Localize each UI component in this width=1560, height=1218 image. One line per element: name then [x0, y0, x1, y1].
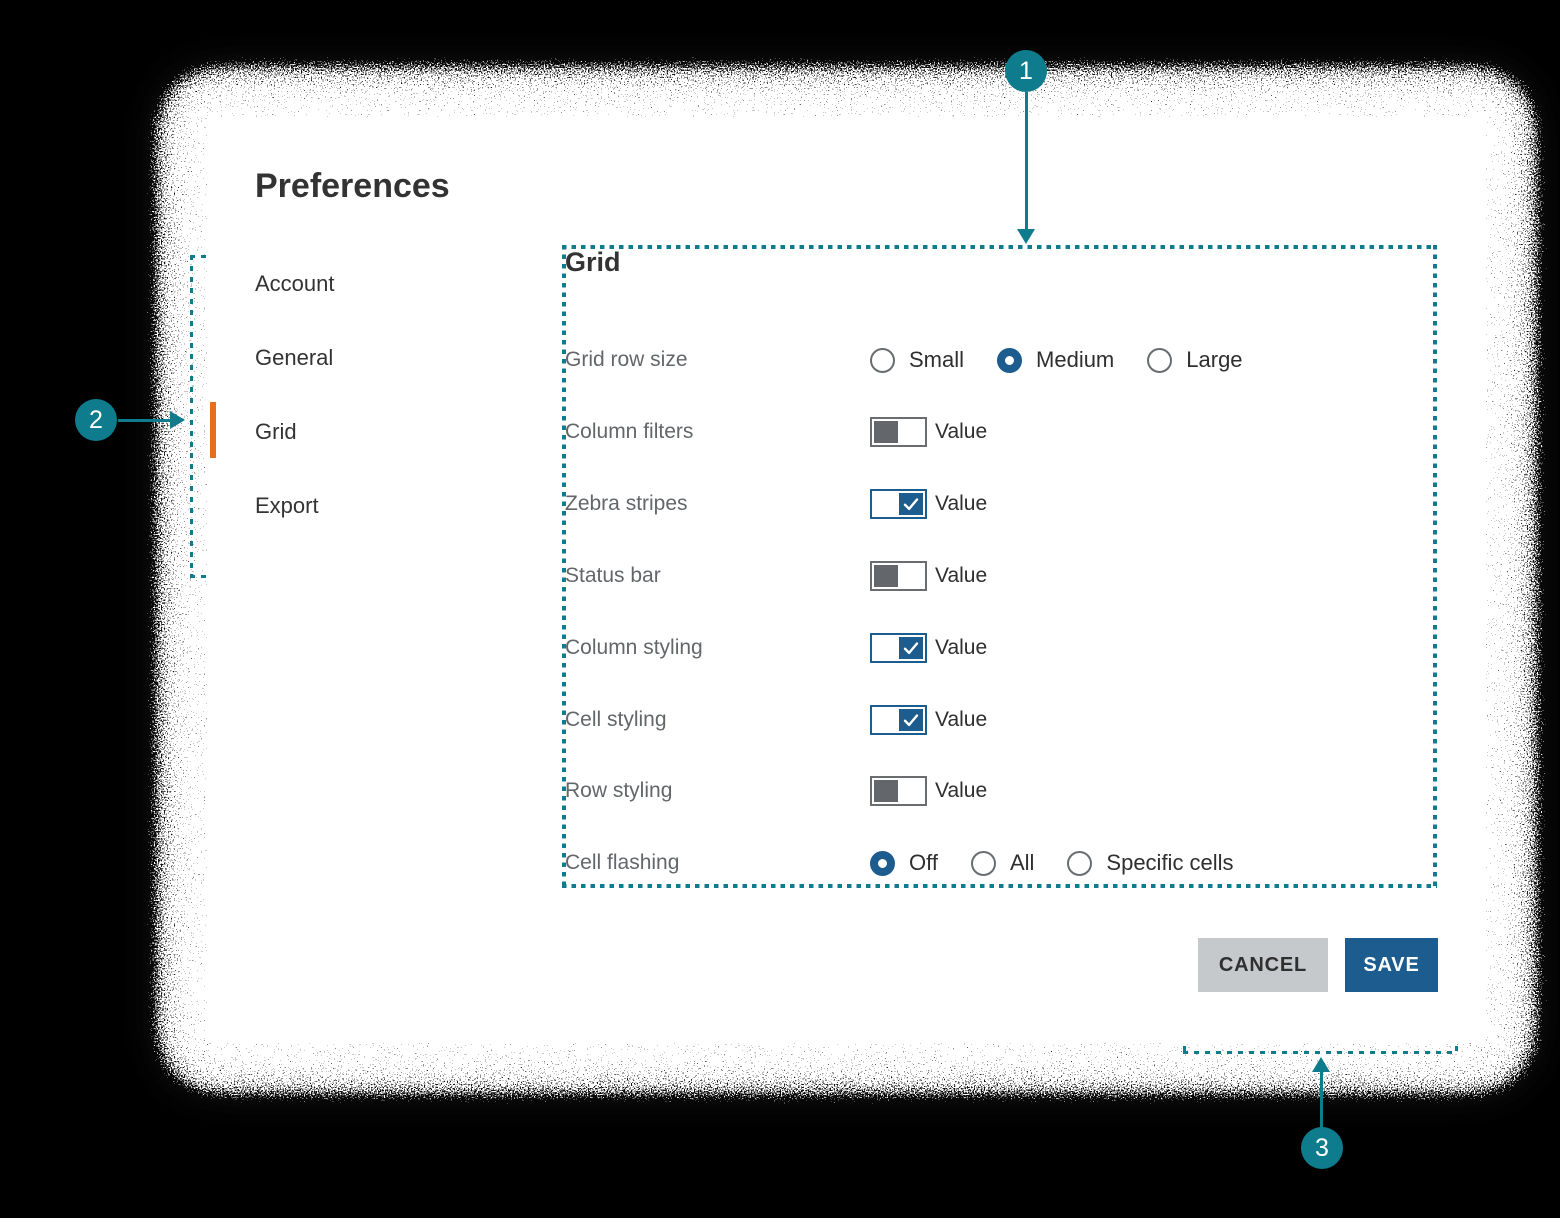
toggle-value-label: Value: [935, 492, 988, 515]
row-row-styling: Row styling Value: [565, 772, 1427, 810]
radio-option-specific-cells[interactable]: Specific cells: [1067, 850, 1234, 876]
row-control: Value: [870, 561, 987, 591]
sidebar-item-account[interactable]: Account: [255, 271, 335, 296]
row-control: Small Medium Large: [870, 347, 1243, 373]
radio-label: Medium: [1036, 347, 1115, 372]
row-label: Status bar: [565, 564, 661, 587]
toggle-column-styling[interactable]: [870, 633, 927, 663]
callout-2-arrowhead-icon: [170, 411, 185, 429]
row-control: Value: [870, 489, 987, 519]
callout-2-arrow-line: [118, 419, 171, 422]
radio-icon[interactable]: [870, 850, 895, 876]
toggle-knob[interactable]: [874, 421, 898, 443]
row-label: Column styling: [565, 636, 703, 659]
checkmark-icon: [903, 642, 919, 655]
sidebar-item-general[interactable]: General: [255, 345, 334, 370]
row-column-filters: Column filters Value: [565, 413, 1427, 451]
sidebar-item-export[interactable]: Export: [255, 493, 319, 518]
toggle-knob[interactable]: [874, 780, 898, 802]
toggle-knob[interactable]: [899, 709, 923, 731]
row-control: Value: [870, 633, 987, 663]
cancel-button[interactable]: CANCEL: [1198, 938, 1328, 992]
row-status-bar: Status bar Value: [565, 557, 1427, 595]
row-label: Grid row size: [565, 348, 688, 371]
toggle-value-label: Value: [935, 708, 988, 731]
callout-2-badge: 2: [75, 399, 117, 441]
radio-label: Specific cells: [1106, 850, 1234, 875]
callout-1-arrowhead-icon: [1017, 229, 1035, 244]
radio-icon[interactable]: [970, 850, 996, 876]
toggle-value-label: Value: [935, 420, 988, 443]
page-title: Preferences: [255, 167, 450, 205]
callout-1-arrow-line: [1025, 92, 1028, 230]
toggle-value-label: Value: [935, 564, 988, 587]
row-control: Value: [870, 776, 987, 806]
callout-3-arrow-line: [1320, 1072, 1323, 1128]
row-control: Value: [870, 705, 987, 735]
radio-option-off[interactable]: Off: [870, 850, 938, 876]
radio-option-all[interactable]: All: [970, 850, 1035, 876]
row-grid-row-size: Grid row size Small Medium Large: [565, 341, 1427, 379]
radio-label: Small: [909, 347, 965, 372]
toggle-knob[interactable]: [874, 565, 898, 587]
row-label: Cell styling: [565, 708, 667, 731]
checkmark-icon: [903, 498, 919, 511]
row-label: Row styling: [565, 779, 673, 802]
radio-option-large[interactable]: Large: [1147, 347, 1243, 373]
row-column-styling: Column styling Value: [565, 629, 1427, 667]
toggle-knob[interactable]: [899, 493, 923, 515]
row-control: Off All Specific cells: [870, 850, 1234, 876]
callout-3-arrowhead-icon: [1312, 1057, 1330, 1072]
radio-icon[interactable]: [870, 347, 895, 373]
toggle-column-filters[interactable]: [870, 417, 927, 447]
radio-label: All: [1009, 850, 1035, 875]
row-zebra-stripes: Zebra stripes Value: [565, 485, 1427, 523]
toggle-value-label: Value: [935, 636, 988, 659]
radio-label: Large: [1186, 347, 1243, 372]
toggle-knob[interactable]: [899, 637, 923, 659]
callout-3-badge: 3: [1301, 1127, 1343, 1169]
radio-icon[interactable]: [997, 347, 1023, 373]
radio-option-medium[interactable]: Medium: [997, 347, 1114, 373]
active-tab-indicator: [210, 402, 216, 458]
toggle-value-label: Value: [935, 779, 988, 802]
toggle-zebra-stripes[interactable]: [870, 489, 927, 519]
panel-heading: Grid: [565, 247, 621, 277]
toggle-row-styling[interactable]: [870, 776, 927, 806]
sidebar-item-grid[interactable]: Grid: [255, 419, 297, 444]
radio-icon[interactable]: [1147, 347, 1173, 373]
radio-option-small[interactable]: Small: [870, 347, 964, 373]
row-cell-styling: Cell styling Value: [565, 701, 1427, 739]
radio-label: Off: [909, 850, 938, 875]
toggle-status-bar[interactable]: [870, 561, 927, 591]
toggle-cell-styling[interactable]: [870, 705, 927, 735]
save-button[interactable]: SAVE: [1345, 938, 1438, 992]
row-label: Zebra stripes: [565, 492, 688, 515]
callout-1-badge: 1: [1005, 50, 1047, 92]
row-label: Column filters: [565, 420, 694, 443]
row-label: Cell flashing: [565, 851, 680, 874]
checkmark-icon: [903, 714, 919, 727]
row-control: Value: [870, 417, 987, 447]
radio-icon[interactable]: [1067, 850, 1093, 876]
row-cell-flashing: Cell flashing Off All Specific cells: [565, 844, 1427, 882]
